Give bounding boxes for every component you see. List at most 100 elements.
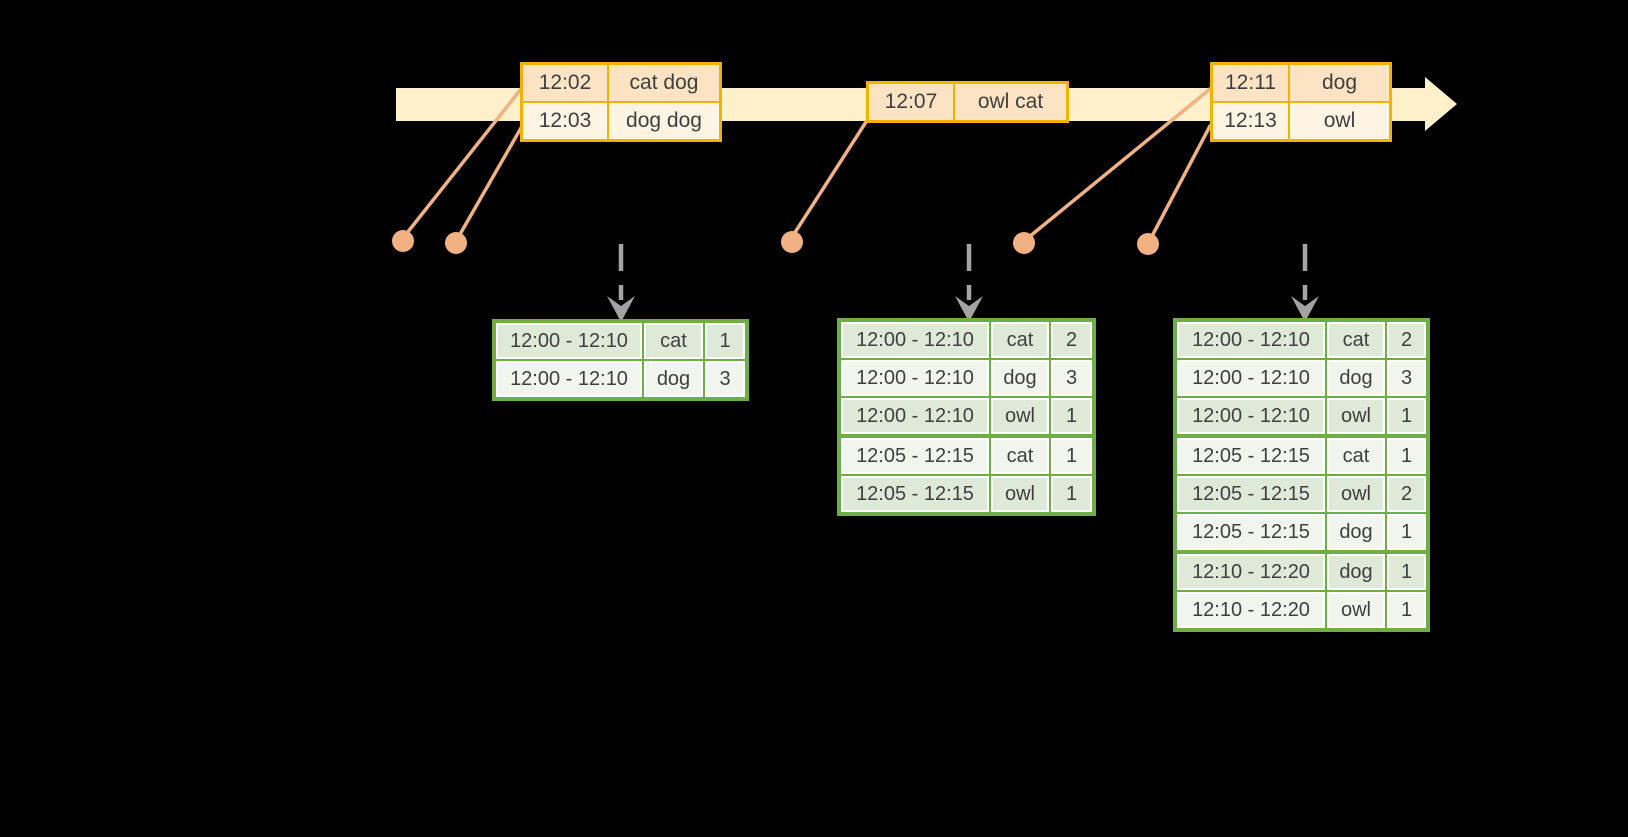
result-row: 12:00 - 12:10 cat 1 (496, 323, 745, 359)
event-link-lines (405, 87, 1212, 240)
word-cell: dog (644, 361, 703, 397)
window-cell: 12:00 - 12:10 (841, 360, 989, 396)
count-cell: 3 (1051, 360, 1092, 396)
event-words-cell: dog dog (609, 103, 719, 139)
window-cell: 12:00 - 12:10 (841, 322, 989, 358)
timeline-arrowhead-icon (1425, 77, 1457, 131)
event-marker-dot (1013, 232, 1035, 254)
event-link-line (1149, 124, 1212, 240)
event-words-cell: dog (1290, 65, 1389, 101)
word-cell: cat (991, 322, 1049, 358)
result-row: 12:10 - 12:20 dog 1 (1177, 554, 1426, 590)
window-cell: 12:00 - 12:10 (1177, 322, 1325, 358)
event-time-cell: 12:07 (869, 84, 953, 120)
trigger-arrows (607, 244, 1319, 322)
result-row: 12:05 - 12:15 dog 1 (1177, 514, 1426, 550)
count-cell: 2 (1387, 322, 1426, 358)
result-row: 12:05 - 12:15 owl 2 (1177, 476, 1426, 512)
window-group: 12:00 - 12:10 cat 2 12:00 - 12:10 dog 3 … (1177, 322, 1426, 434)
result-row: 12:05 - 12:15 owl 1 (841, 476, 1092, 512)
word-cell: cat (1327, 322, 1385, 358)
result-table: 12:00 - 12:10 cat 1 12:00 - 12:10 dog 3 (492, 319, 749, 401)
window-cell: 12:05 - 12:15 (841, 438, 989, 474)
window-group: 12:00 - 12:10 cat 1 12:00 - 12:10 dog 3 (496, 323, 745, 397)
window-group: 12:05 - 12:15 cat 1 12:05 - 12:15 owl 1 (841, 438, 1092, 512)
count-cell: 1 (1051, 476, 1092, 512)
event-marker-dot (781, 231, 803, 253)
window-cell: 12:05 - 12:15 (841, 476, 989, 512)
event-row: 12:02 cat dog (523, 65, 719, 101)
window-cell: 12:00 - 12:10 (496, 323, 642, 359)
window-cell: 12:05 - 12:15 (1177, 438, 1325, 474)
count-cell: 2 (1051, 322, 1092, 358)
count-cell: 1 (1387, 398, 1426, 434)
word-cell: owl (1327, 476, 1385, 512)
event-time-cell: 12:03 (523, 103, 607, 139)
event-marker-dot (445, 232, 467, 254)
window-cell: 12:00 - 12:10 (496, 361, 642, 397)
count-cell: 1 (1387, 438, 1426, 474)
event-link-line (792, 120, 868, 236)
count-cell: 1 (705, 323, 745, 359)
event-marker-dots (392, 230, 1159, 255)
result-row: 12:05 - 12:15 cat 1 (1177, 438, 1426, 474)
event-time-cell: 12:02 (523, 65, 607, 101)
event-link-line (457, 126, 523, 238)
word-cell: owl (991, 476, 1049, 512)
event-table: 12:02 cat dog 12:03 dog dog (520, 62, 722, 142)
word-cell: cat (644, 323, 703, 359)
event-marker-dot (392, 230, 414, 252)
count-cell: 2 (1387, 476, 1426, 512)
trigger-arrow-icon (607, 296, 635, 322)
event-words-cell: owl (1290, 103, 1389, 139)
count-cell: 1 (1387, 554, 1426, 590)
result-row: 12:05 - 12:15 cat 1 (841, 438, 1092, 474)
word-cell: cat (991, 438, 1049, 474)
count-cell: 3 (705, 361, 745, 397)
window-group: 12:00 - 12:10 cat 2 12:00 - 12:10 dog 3 … (841, 322, 1092, 434)
result-table: 12:00 - 12:10 cat 2 12:00 - 12:10 dog 3 … (1173, 318, 1430, 632)
window-cell: 12:00 - 12:10 (1177, 360, 1325, 396)
trigger-arrow-icon (955, 296, 983, 322)
window-cell: 12:00 - 12:10 (1177, 398, 1325, 434)
window-cell: 12:10 - 12:20 (1177, 592, 1325, 628)
event-time-cell: 12:13 (1213, 103, 1288, 139)
event-words-cell: owl cat (955, 84, 1066, 120)
word-cell: owl (1327, 398, 1385, 434)
window-cell: 12:00 - 12:10 (841, 398, 989, 434)
word-cell: owl (1327, 592, 1385, 628)
count-cell: 1 (1051, 438, 1092, 474)
event-row: 12:11 dog (1213, 65, 1389, 101)
result-row: 12:00 - 12:10 cat 2 (841, 322, 1092, 358)
event-words-cell: cat dog (609, 65, 719, 101)
window-cell: 12:05 - 12:15 (1177, 514, 1325, 550)
window-group: 12:10 - 12:20 dog 1 12:10 - 12:20 owl 1 (1177, 554, 1426, 628)
result-row: 12:00 - 12:10 cat 2 (1177, 322, 1426, 358)
count-cell: 3 (1387, 360, 1426, 396)
event-link-line (1027, 87, 1212, 239)
window-cell: 12:10 - 12:20 (1177, 554, 1325, 590)
event-time-cell: 12:11 (1213, 65, 1288, 101)
word-cell: cat (1327, 438, 1385, 474)
event-link-line (405, 87, 523, 235)
result-row: 12:00 - 12:10 dog 3 (1177, 360, 1426, 396)
result-table: 12:00 - 12:10 cat 2 12:00 - 12:10 dog 3 … (837, 318, 1096, 516)
word-cell: dog (1327, 514, 1385, 550)
result-row: 12:10 - 12:20 owl 1 (1177, 592, 1426, 628)
result-row: 12:00 - 12:10 owl 1 (841, 398, 1092, 434)
word-cell: dog (1327, 554, 1385, 590)
event-row: 12:07 owl cat (869, 84, 1066, 120)
count-cell: 1 (1051, 398, 1092, 434)
result-row: 12:00 - 12:10 owl 1 (1177, 398, 1426, 434)
event-marker-dot (1137, 233, 1159, 255)
count-cell: 1 (1387, 514, 1426, 550)
window-cell: 12:05 - 12:15 (1177, 476, 1325, 512)
event-row: 12:03 dog dog (523, 103, 719, 139)
result-row: 12:00 - 12:10 dog 3 (496, 361, 745, 397)
word-cell: owl (991, 398, 1049, 434)
event-table: 12:07 owl cat (866, 81, 1069, 123)
word-cell: dog (991, 360, 1049, 396)
window-group: 12:05 - 12:15 cat 1 12:05 - 12:15 owl 2 … (1177, 438, 1426, 550)
result-row: 12:00 - 12:10 dog 3 (841, 360, 1092, 396)
